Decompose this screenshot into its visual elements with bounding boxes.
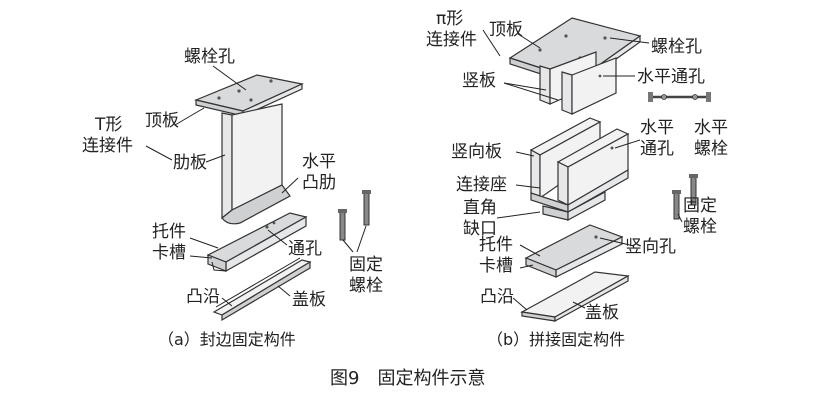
right-cover-plate <box>520 271 630 323</box>
label-through-hole: 通孔 <box>288 239 322 259</box>
label-horizontal-bolt-line2: 螺栓 <box>694 139 728 159</box>
right-bracket <box>524 224 624 278</box>
label-horizontal-hole-line1: 水平 <box>640 118 674 138</box>
left-bolt-icon <box>363 192 370 226</box>
connection-seat <box>529 117 630 222</box>
label-right-bracket: 托件 <box>479 235 513 255</box>
label-right-flange: 凸沿 <box>480 287 514 307</box>
label-horizontal-bolt-line1: 水平 <box>694 118 728 138</box>
label-cover-plate: 盖板 <box>292 290 326 310</box>
label-right-fixing-bolt-line2: 螺栓 <box>683 217 717 237</box>
label-horizontal-through-hole: 水平通孔 <box>637 67 705 87</box>
figure-caption: 图9 固定构件示意 <box>330 368 485 389</box>
label-flange: 凸沿 <box>186 287 220 307</box>
label-top-plate: 顶板 <box>145 111 179 131</box>
label-right-bolt-hole: 螺栓孔 <box>651 37 702 57</box>
label-vertical-plate: 竖板 <box>462 71 496 91</box>
label-rib-plate: 肋板 <box>173 153 207 173</box>
left-bracket <box>206 212 308 273</box>
label-pi-connector-line2: 连接件 <box>426 30 477 50</box>
label-right-cover-plate: 盖板 <box>585 303 619 323</box>
right-bolt-hole-icon <box>603 36 607 40</box>
label-right-top-plate: 顶板 <box>489 20 523 40</box>
right-horizontal-through-hole-icon <box>598 74 602 78</box>
label-horizontal-hole-line2: 通孔 <box>640 139 674 159</box>
label-horizontal-rib-line2: 凸肋 <box>302 173 336 193</box>
caption-left: （a）封边固定构件 <box>158 330 296 349</box>
caption-right: （b）拼接固定构件 <box>487 330 625 349</box>
label-fixing-bolt-line2: 螺栓 <box>349 276 383 296</box>
right-horizontal-bolt <box>648 92 711 102</box>
label-t-connector-line2: 连接件 <box>82 136 133 156</box>
label-vertical-hole: 竖向孔 <box>625 237 676 257</box>
left-horizontal-rib <box>221 184 291 225</box>
label-t-connector-line1: T形 <box>94 115 122 135</box>
label-card-slot: 卡槽 <box>152 243 186 263</box>
pi-connector <box>508 17 642 115</box>
label-right-card-slot: 卡槽 <box>479 256 513 276</box>
label-pi-connector-line1: π形 <box>436 9 463 29</box>
left-bolt-hole-icon <box>217 96 221 100</box>
label-vertical-board: 竖向板 <box>451 142 502 162</box>
left-bolt-icon <box>339 211 346 241</box>
right-fixing-bolts <box>672 174 698 220</box>
label-horizontal-rib-line1: 水平 <box>302 152 336 172</box>
label-right-angle-notch-line1: 直角 <box>463 198 497 218</box>
left-fixing-bolts <box>338 190 371 241</box>
label-right-fixing-bolt-line1: 固定 <box>683 196 717 216</box>
right-vertical-hole-icon <box>594 235 598 239</box>
label-bracket: 托件 <box>152 222 186 242</box>
left-cover-plate <box>212 257 312 322</box>
left-through-hole-icon <box>265 225 269 229</box>
label-connection-seat: 连接座 <box>456 175 507 195</box>
label-right-angle-notch-line2: 缺口 <box>463 219 497 239</box>
t-connector <box>194 74 304 225</box>
label-bolt-hole: 螺栓孔 <box>184 47 235 67</box>
label-fixing-bolt-line1: 固定 <box>349 255 383 275</box>
